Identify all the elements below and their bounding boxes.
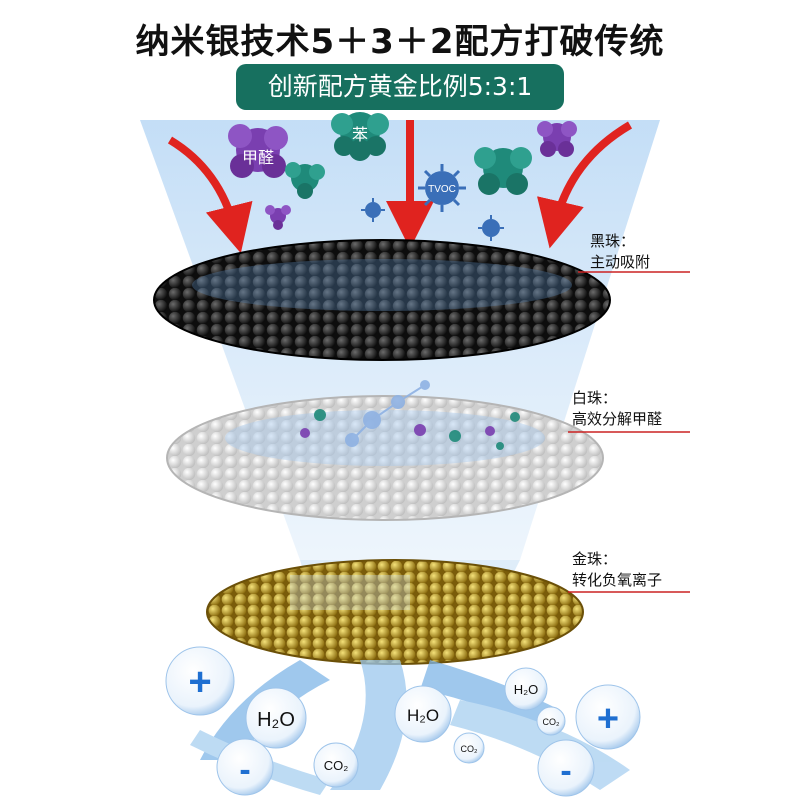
layer-name: 白珠： bbox=[572, 389, 618, 407]
minus-sign-right: - bbox=[560, 752, 571, 790]
layer-name: 黑珠： bbox=[590, 232, 636, 250]
bubble-co2-small bbox=[536, 706, 566, 736]
page-title: 纳米银技术5＋3＋2配方打破传统 bbox=[135, 22, 665, 62]
red-arrow-right bbox=[537, 121, 633, 249]
callout-gold-bead: 金珠： 转化负氧离子 bbox=[572, 549, 662, 591]
teal-molecule-left bbox=[285, 162, 325, 199]
purple-molecule-small bbox=[265, 205, 291, 230]
subtitle-badge: 创新配方黄金比例5:3:1 bbox=[236, 64, 564, 110]
layer-function: 转化负氧离子 bbox=[572, 571, 663, 589]
tvoc-virus bbox=[418, 164, 466, 212]
bubbles bbox=[165, 646, 641, 797]
decomposition-molecules bbox=[300, 380, 520, 450]
virus-small-right bbox=[478, 215, 504, 241]
plus-sign-left: + bbox=[188, 660, 211, 704]
teal-molecule-right bbox=[474, 147, 532, 195]
bubble-co2-center bbox=[453, 732, 485, 764]
bubble-plus-right bbox=[575, 684, 641, 750]
tvoc-label: TVOC bbox=[428, 184, 456, 195]
benzene-molecule bbox=[331, 112, 389, 161]
purple-molecule-right bbox=[537, 121, 577, 157]
formaldehyde-label: 甲醛 bbox=[242, 148, 274, 167]
co2-label-left: CO₂ bbox=[324, 758, 349, 773]
black-bead-layer bbox=[153, 239, 611, 361]
bubble-h2o-left bbox=[245, 687, 307, 749]
plus-sign-right: + bbox=[597, 698, 619, 740]
bubble-plus-left bbox=[165, 646, 235, 716]
white-bead-layer bbox=[166, 395, 604, 521]
co2-label-center: CO₂ bbox=[461, 744, 479, 754]
h2o-label-right: H₂O bbox=[514, 682, 539, 697]
formaldehyde-molecule bbox=[228, 124, 288, 178]
layer-function: 主动吸附 bbox=[590, 253, 651, 271]
bubble-minus-left bbox=[216, 738, 274, 796]
bubble-minus-right bbox=[537, 739, 595, 797]
red-arrow-left bbox=[167, 136, 253, 254]
minus-sign-left: - bbox=[239, 751, 250, 789]
bubble-h2o-center bbox=[394, 685, 452, 743]
layer-function: 高效分解甲醛 bbox=[572, 410, 663, 428]
h2o-label-left: H₂O bbox=[257, 709, 295, 731]
co2-label-small: CO₂ bbox=[543, 717, 561, 727]
callout-black-bead: 黑珠： 主动吸附 bbox=[590, 231, 650, 273]
virus-small-left bbox=[361, 198, 385, 222]
callout-white-bead: 白珠： 高效分解甲醛 bbox=[572, 388, 662, 430]
layer-name: 金珠： bbox=[572, 550, 618, 568]
h2o-label-center: H₂O bbox=[407, 706, 439, 725]
benzene-label: 苯 bbox=[352, 125, 368, 144]
bubble-co2-left bbox=[313, 742, 359, 788]
bubble-h2o-right bbox=[504, 667, 548, 711]
